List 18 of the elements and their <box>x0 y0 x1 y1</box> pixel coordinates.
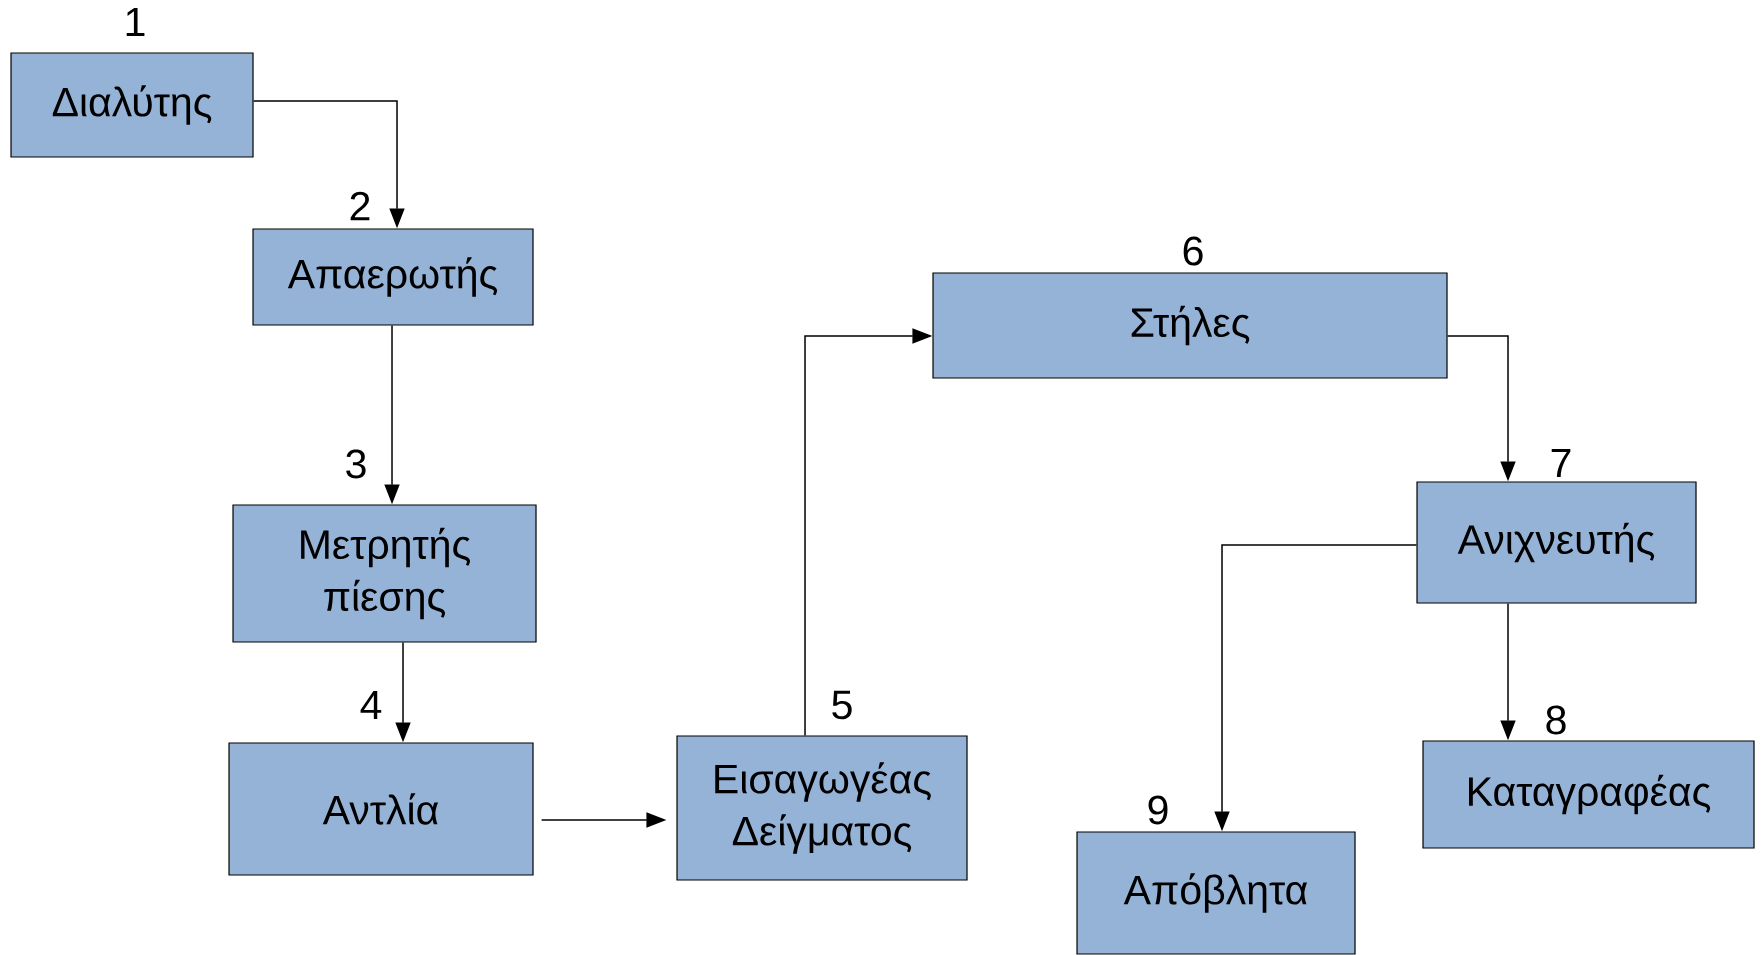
process-box: Αντλία <box>228 742 534 876</box>
process-box: Διαλύτης <box>10 52 254 158</box>
process-box: Ανιχνευτής <box>1416 481 1697 604</box>
callout-number: 9 <box>1148 795 1168 825</box>
process-box: Εισαγωγέας Δείγματος <box>676 735 968 881</box>
callout-number: 8 <box>1546 705 1566 735</box>
process-box: Απόβλητα <box>1076 831 1356 955</box>
callout-number: 5 <box>832 690 852 720</box>
callout-number: 1 <box>126 7 145 37</box>
process-box: Στήλες <box>932 272 1448 379</box>
process-box: Καταγραφέας <box>1422 740 1755 849</box>
process-box: Μετρητής πίεσης <box>232 504 537 643</box>
callout-number: 2 <box>350 191 370 221</box>
process-box: Απαερωτής <box>252 228 534 326</box>
callout-number: 4 <box>360 690 382 720</box>
callout-number: 6 <box>1183 236 1203 266</box>
callout-number: 3 <box>346 449 366 479</box>
callout-number: 7 <box>1551 448 1571 478</box>
